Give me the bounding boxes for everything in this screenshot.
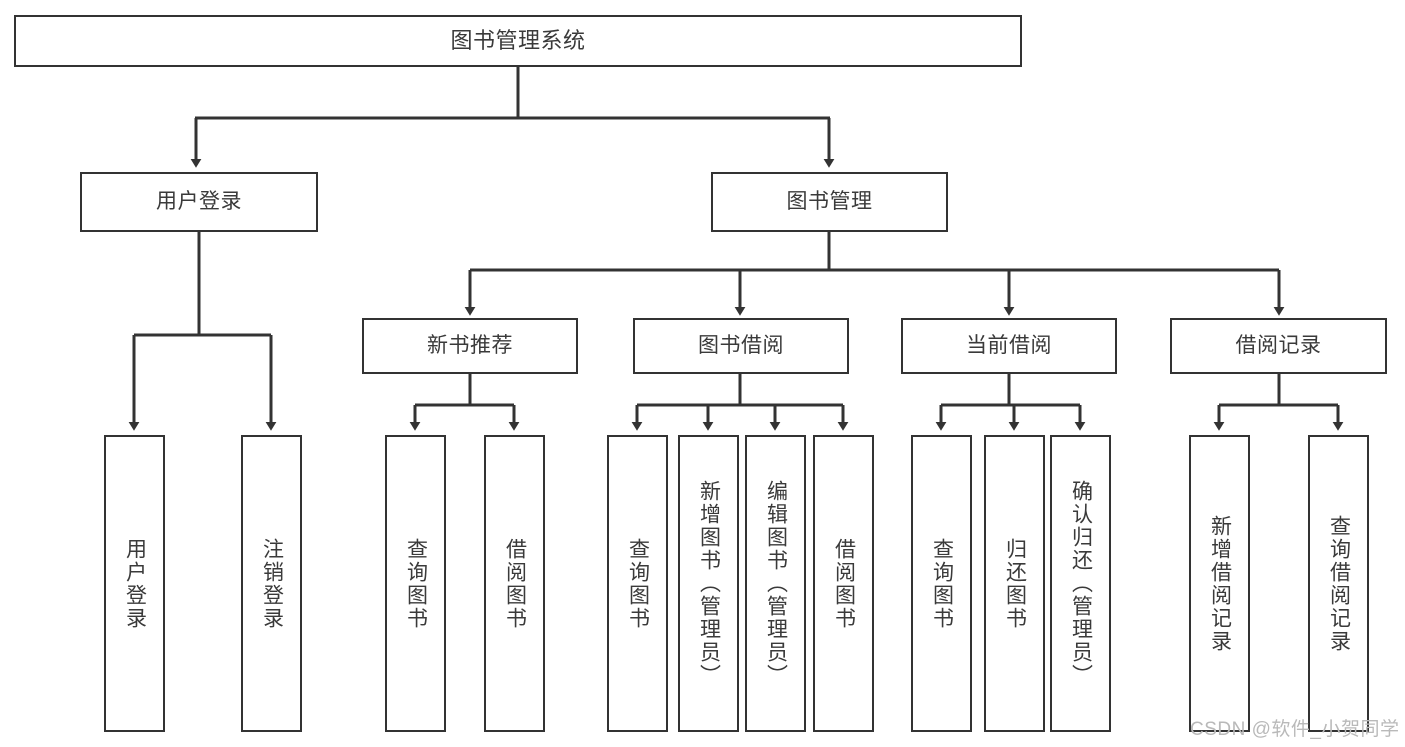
node-user-login-label: 用户登录 xyxy=(156,189,242,213)
leaf-logout-label: 注销登录 xyxy=(260,537,284,630)
node-user-login[interactable]: 用户登录 xyxy=(80,172,318,232)
leaf-add-borrow-record-label: 新增借阅记录 xyxy=(1208,514,1232,653)
leaf-query-book-current-label: 查询图书 xyxy=(930,537,954,630)
leaf-borrow-book-label: 借阅图书 xyxy=(832,537,856,630)
leaf-add-borrow-record[interactable]: 新增借阅记录 xyxy=(1189,435,1250,732)
leaf-borrow-book[interactable]: 借阅图书 xyxy=(813,435,874,732)
leaf-query-borrow-record-label: 查询借阅记录 xyxy=(1327,514,1351,653)
leaf-query-book-borrow-label: 查询图书 xyxy=(626,537,650,630)
node-book-management-label: 图书管理 xyxy=(786,189,873,213)
node-borrow-record[interactable]: 借阅记录 xyxy=(1170,318,1387,374)
node-book-borrow-label: 图书借阅 xyxy=(698,333,784,357)
node-root-label: 图书管理系统 xyxy=(450,28,586,54)
watermark-text: CSDN @软件_小贺同学 xyxy=(1190,719,1400,740)
node-borrow-record-label: 借阅记录 xyxy=(1235,333,1322,357)
leaf-user-login-label: 用户登录 xyxy=(123,537,147,630)
leaf-confirm-return-admin-label: 确认归还（管理员） xyxy=(1069,480,1093,687)
leaf-borrow-book-newrec[interactable]: 借阅图书 xyxy=(484,435,545,732)
node-current-borrow[interactable]: 当前借阅 xyxy=(901,318,1117,374)
leaf-query-book-borrow[interactable]: 查询图书 xyxy=(607,435,668,732)
leaf-borrow-book-newrec-label: 借阅图书 xyxy=(503,537,527,630)
leaf-confirm-return-admin[interactable]: 确认归还（管理员） xyxy=(1050,435,1111,732)
node-current-borrow-label: 当前借阅 xyxy=(966,333,1052,357)
leaf-return-book[interactable]: 归还图书 xyxy=(984,435,1045,732)
node-new-book-recommend[interactable]: 新书推荐 xyxy=(362,318,578,374)
leaf-edit-book-admin[interactable]: 编辑图书（管理员） xyxy=(745,435,806,732)
leaf-query-borrow-record[interactable]: 查询借阅记录 xyxy=(1308,435,1369,732)
leaf-user-login[interactable]: 用户登录 xyxy=(104,435,165,732)
node-new-book-recommend-label: 新书推荐 xyxy=(427,333,513,357)
node-book-management[interactable]: 图书管理 xyxy=(711,172,948,232)
leaf-add-book-admin-label: 新增图书（管理员） xyxy=(697,480,721,687)
leaf-return-book-label: 归还图书 xyxy=(1003,537,1027,630)
leaf-query-book-newrec[interactable]: 查询图书 xyxy=(385,435,446,732)
node-book-borrow[interactable]: 图书借阅 xyxy=(633,318,849,374)
leaf-query-book-newrec-label: 查询图书 xyxy=(404,537,428,630)
leaf-query-book-current[interactable]: 查询图书 xyxy=(911,435,972,732)
leaf-logout[interactable]: 注销登录 xyxy=(241,435,302,732)
node-root[interactable]: 图书管理系统 xyxy=(14,15,1022,67)
leaf-add-book-admin[interactable]: 新增图书（管理员） xyxy=(678,435,739,732)
leaf-edit-book-admin-label: 编辑图书（管理员） xyxy=(764,480,788,687)
